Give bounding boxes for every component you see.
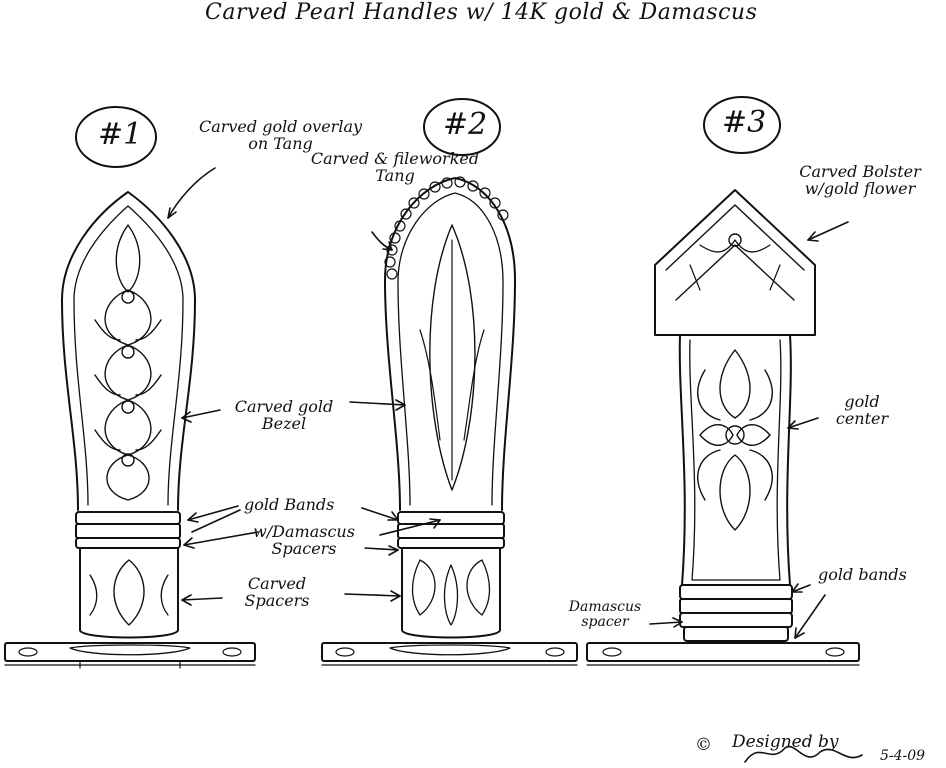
number-circle-2 <box>423 98 501 156</box>
number-circle-3 <box>703 96 781 154</box>
designed-by-text: Designed by <box>732 732 839 752</box>
handle-1-drawing <box>4 106 256 669</box>
label-damascus-spacer: Damascus spacer <box>568 599 642 630</box>
label-gold-bands-3: gold bands <box>818 565 907 584</box>
label-carved-bolster: Carved Bolster w/gold flower <box>799 162 921 198</box>
leader-arrows <box>167 167 849 639</box>
label-gold-bezel: Carved gold Bezel <box>234 397 334 433</box>
copyright-symbol: © <box>695 735 712 755</box>
design-date: 5-4-09 <box>880 748 926 764</box>
handle-2-drawing <box>321 98 578 666</box>
label-damascus-spacers: w/Damascus Spacers <box>253 522 355 558</box>
label-fileworked-tang: Carved & fileworked Tang <box>310 149 480 185</box>
handle-2-number: #2 <box>443 107 488 142</box>
handle-3-number: #3 <box>722 105 767 140</box>
label-carved-spacers: Carved Spacers <box>244 574 310 610</box>
label-tang-overlay: Carved gold overlay on Tang <box>198 117 363 153</box>
handle-3-drawing <box>586 96 860 666</box>
label-gold-center: gold center <box>835 392 889 428</box>
label-gold-bands: gold Bands <box>244 495 335 514</box>
signature-scribble <box>744 745 863 763</box>
number-circle-1 <box>75 106 157 168</box>
handle-1-number: #1 <box>98 117 143 152</box>
sheet-title: Carved Pearl Handles w/ 14K gold & Damas… <box>205 0 758 25</box>
